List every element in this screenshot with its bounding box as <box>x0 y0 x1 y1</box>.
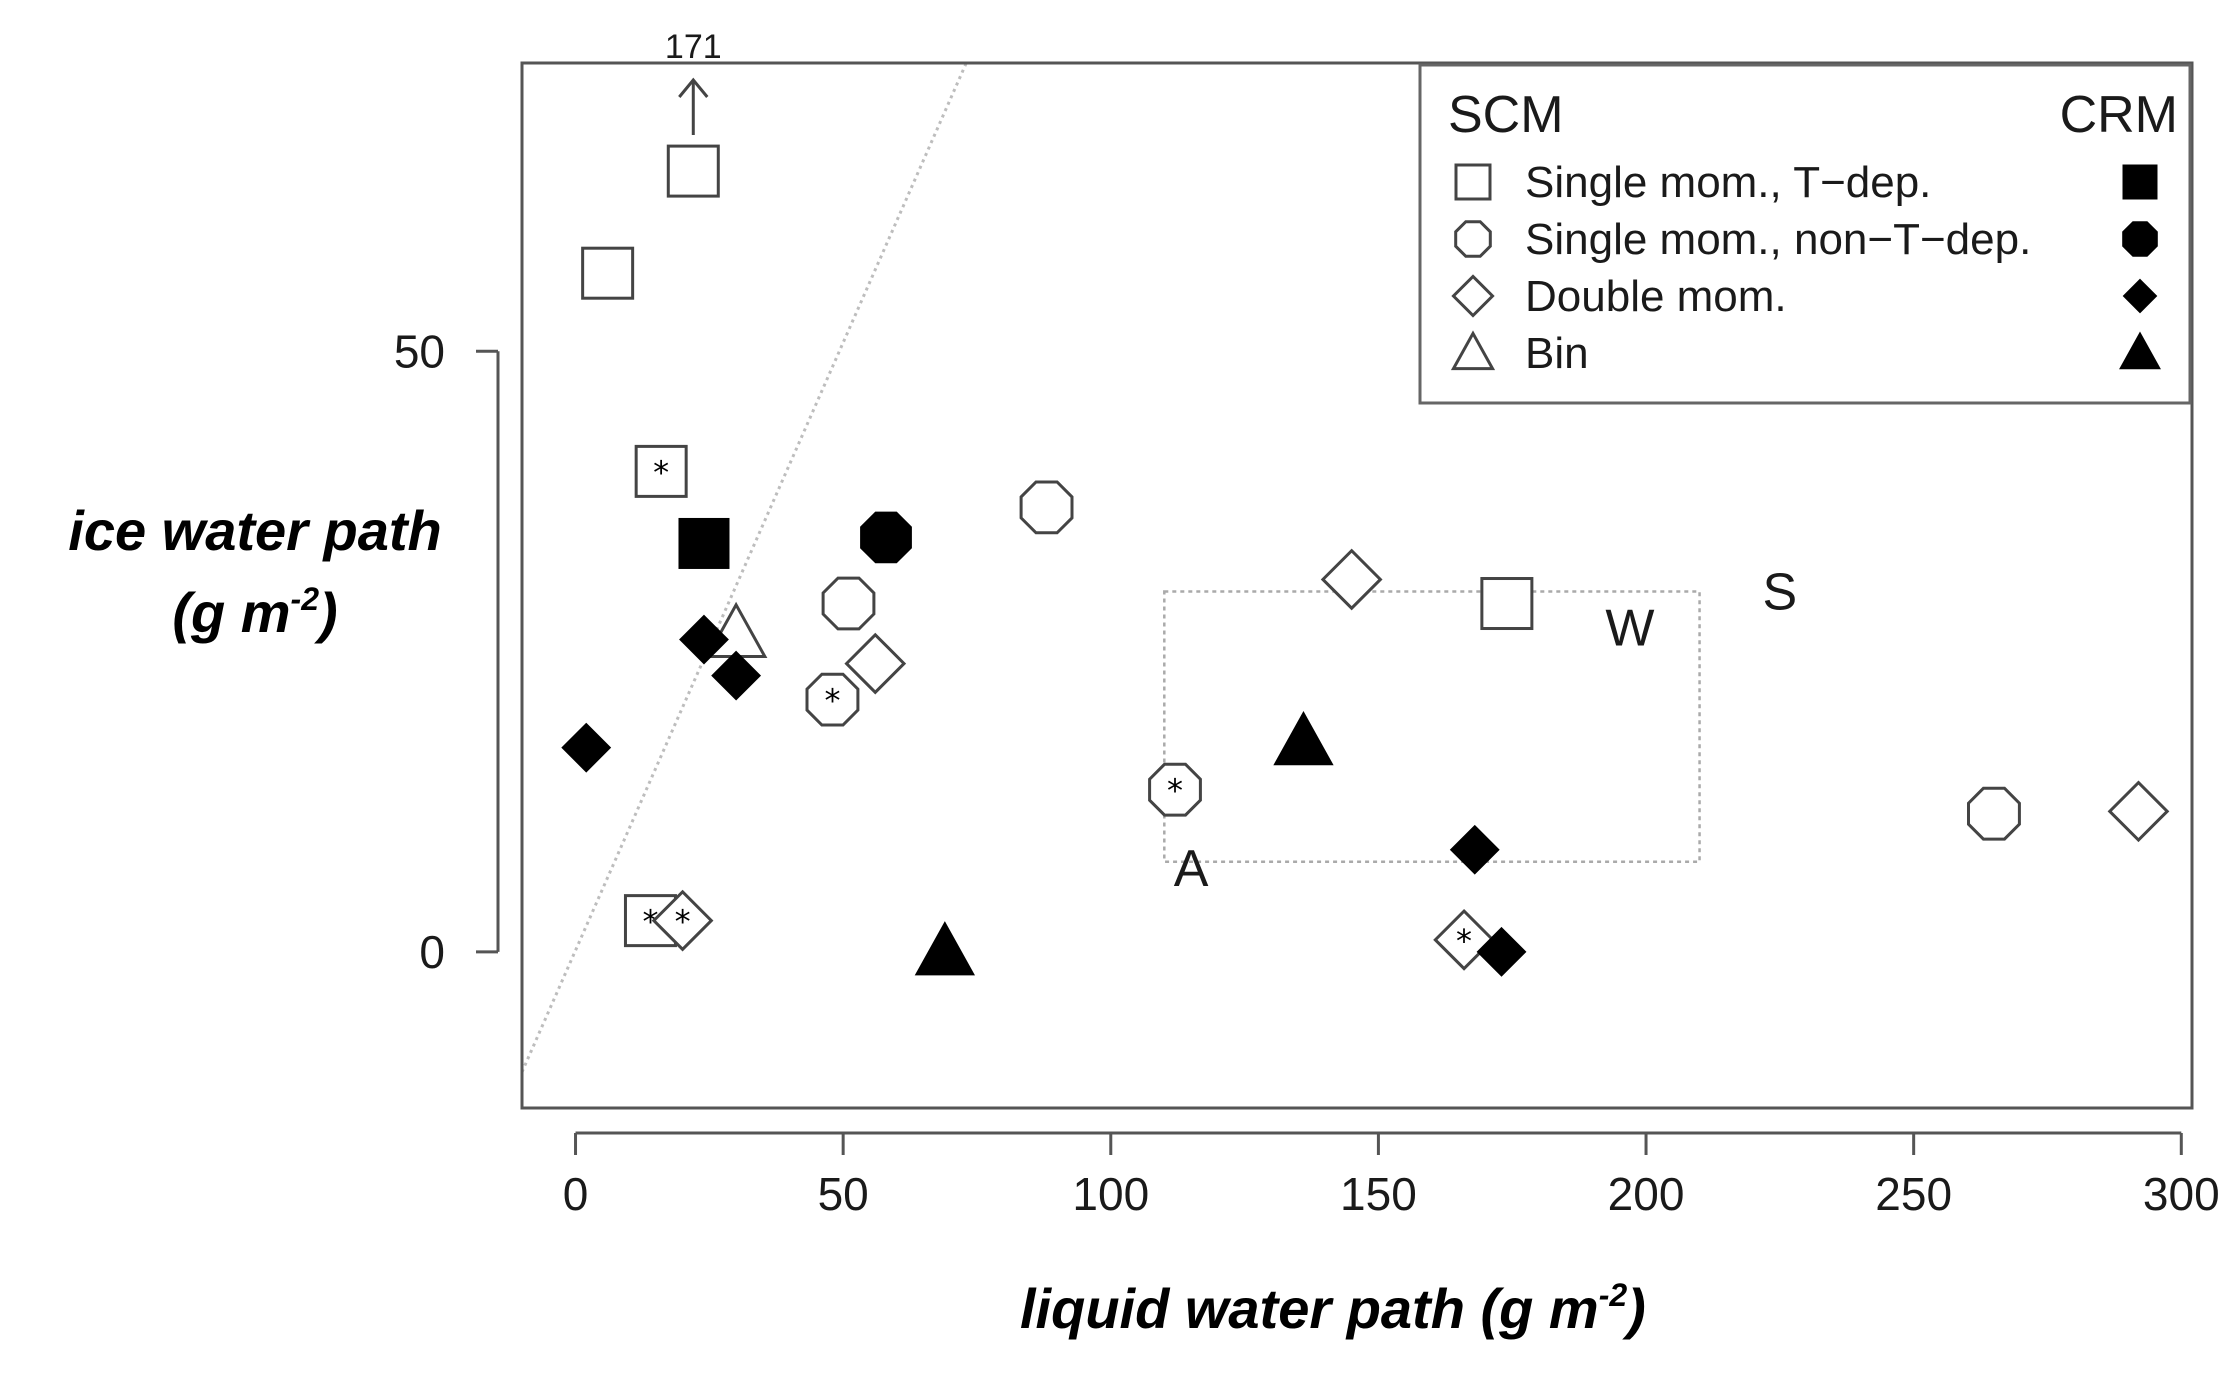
point-scm-double-mom <box>651 889 714 952</box>
point-crm-single-mom-non-t-dep <box>860 511 912 564</box>
point-crm-double-mom <box>1476 926 1527 977</box>
point-scm-single-mom-t-dep <box>666 144 720 198</box>
point-scm-single-mom-non-t-dep <box>1148 762 1202 817</box>
legend-label: Bin <box>1525 329 1589 378</box>
x-tick-label: 200 <box>1608 1168 1685 1220</box>
star-marker: * <box>1167 772 1183 810</box>
point-scm-single-mom-t-dep <box>1480 577 1534 631</box>
region-label-s: S <box>1763 564 1798 622</box>
star-marker: * <box>824 682 840 720</box>
point-scm-single-mom-t-dep <box>634 444 688 498</box>
annotation-arrow-head <box>678 77 709 98</box>
reference-line <box>520 62 968 1073</box>
point-scm-double-mom <box>844 632 907 695</box>
point-scm-single-mom-t-dep <box>581 246 635 300</box>
y-axis-title-line2: (g m-2) <box>172 581 337 644</box>
legend-octagon-open-icon <box>1454 220 1492 258</box>
point-scm-single-mom-non-t-dep <box>1019 480 1074 535</box>
point-crm-double-mom <box>679 614 729 665</box>
star-marker: * <box>653 453 669 491</box>
point-crm-double-mom <box>711 650 762 701</box>
point-scm-double-mom <box>1433 908 1495 971</box>
legend-octagon-filled-icon <box>2122 221 2158 257</box>
star-marker: * <box>675 903 691 941</box>
region-box <box>1163 590 1701 864</box>
x-tick-label: 50 <box>818 1168 869 1220</box>
legend-scm-header: SCM <box>1448 86 1564 144</box>
plot-frame <box>520 61 2194 1110</box>
y-tick-label: 0 <box>419 926 445 978</box>
x-tick-label: 0 <box>563 1168 589 1220</box>
point-scm-single-mom-non-t-dep <box>821 576 876 631</box>
legend-diamond-open-icon <box>1451 274 1495 318</box>
point-crm-bin <box>914 921 976 976</box>
star-marker: * <box>642 903 658 941</box>
region-label-w: W <box>1605 600 1654 658</box>
point-scm-single-mom-non-t-dep <box>805 672 860 727</box>
star-marker: * <box>1456 922 1472 960</box>
legend-label: Double mom. <box>1525 272 1787 321</box>
legend-box <box>1418 63 2192 405</box>
x-tick-label: 100 <box>1072 1168 1149 1220</box>
legend-label: Single mom., T−dep. <box>1525 158 1931 207</box>
legend-crm-header: CRM <box>2060 86 2178 144</box>
legend-square-open-icon <box>1454 163 1492 201</box>
annotation-label: 171 <box>665 28 722 66</box>
legend-label: Single mom., non−T−dep. <box>1525 215 2031 264</box>
point-scm-double-mom <box>2107 780 2170 843</box>
y-axis-title-line1: ice water path <box>68 499 441 562</box>
legend: SCM CRM Single mom., T−dep. Single mom., … <box>1418 63 2192 405</box>
point-crm-double-mom <box>561 722 612 773</box>
point-scm-double-mom <box>1320 548 1383 611</box>
y-tick-label: 50 <box>394 325 445 377</box>
point-crm-bin <box>1273 710 1334 766</box>
x-axis-title: liquid water path (g m-2) <box>1020 1277 1646 1340</box>
legend-diamond-filled-icon <box>2122 278 2158 314</box>
x-tick-label: 250 <box>1875 1168 1952 1220</box>
x-tick-label: 300 <box>2143 1168 2220 1220</box>
point-scm-single-mom-non-t-dep <box>1967 786 2021 841</box>
x-tick-label: 150 <box>1340 1168 1417 1220</box>
legend-triangle-filled-icon <box>2119 331 2161 370</box>
point-crm-single-mom-t-dep <box>678 517 730 569</box>
point-crm-double-mom <box>1449 824 1500 875</box>
legend-square-filled-icon <box>2122 164 2158 200</box>
region-label-a: A <box>1174 840 1209 898</box>
legend-triangle-open-icon <box>1450 330 1496 371</box>
